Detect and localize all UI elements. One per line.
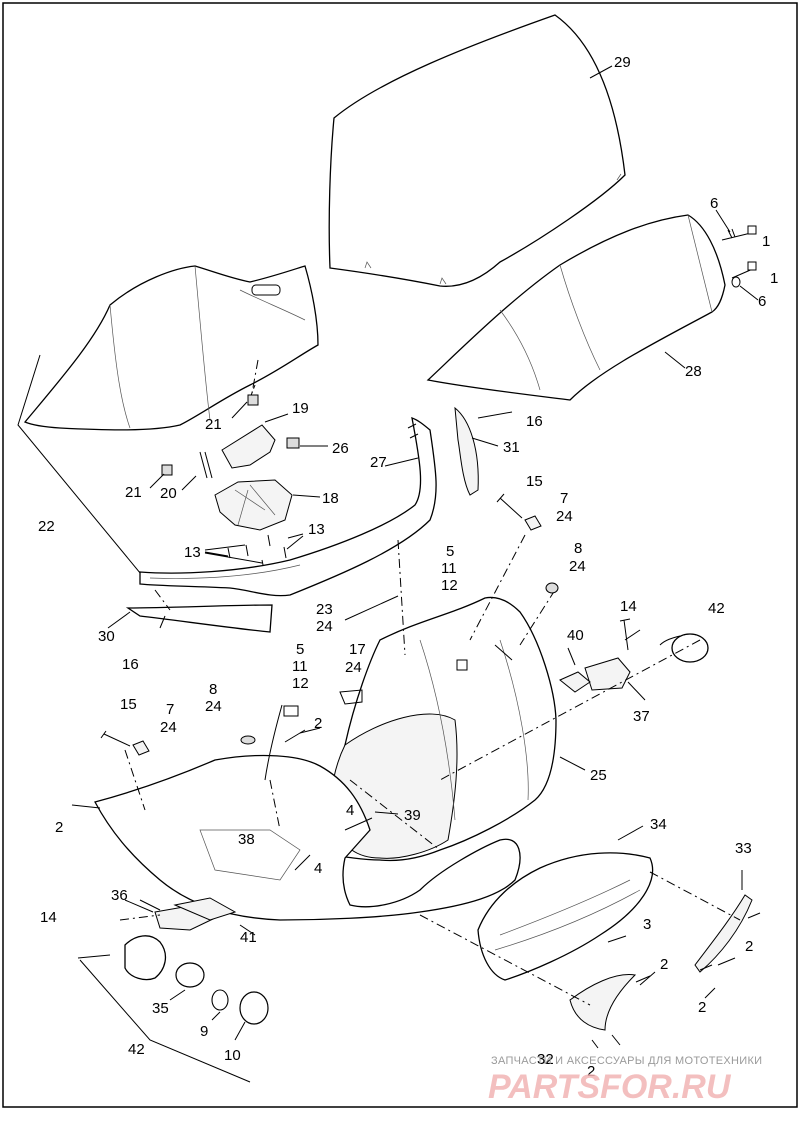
callout-2d: 2 — [660, 956, 668, 973]
callout-36: 36 — [111, 887, 128, 904]
callout-2f: 2 — [587, 1063, 595, 1080]
callout-1b: 1 — [770, 270, 778, 287]
callout-38: 38 — [238, 831, 255, 848]
callout-20: 20 — [160, 485, 177, 502]
callout-24a: 24 — [556, 508, 573, 525]
callout-39: 39 — [404, 807, 421, 824]
callout-21b: 21 — [125, 484, 142, 501]
callout-2c: 2 — [745, 938, 753, 955]
callout-35: 35 — [152, 1000, 169, 1017]
trim-30-part — [107, 604, 273, 633]
trim-31-part — [454, 406, 479, 496]
callout-7a: 7 — [560, 490, 568, 507]
turn-signal-42-lower — [124, 935, 269, 1025]
callout-7b: 7 — [166, 701, 174, 718]
callout-23: 23 — [316, 601, 333, 618]
callout-26: 26 — [332, 440, 349, 457]
callout-42b: 42 — [128, 1041, 145, 1058]
callout-9: 9 — [200, 1023, 208, 1040]
callout-2a: 2 — [314, 715, 322, 732]
callout-37: 37 — [633, 708, 650, 725]
callout-8a: 8 — [574, 540, 582, 557]
callout-13b: 13 — [184, 544, 201, 561]
callout-41: 41 — [240, 929, 257, 946]
watermark-logo: PARTSFOR.RU — [488, 1068, 732, 1106]
callout-8b: 8 — [209, 681, 217, 698]
callout-12a: 12 — [441, 577, 458, 594]
callout-21a: 21 — [205, 416, 222, 433]
diagram-frame — [2, 2, 798, 1108]
screw-1-lower — [731, 261, 757, 288]
callout-3: 3 — [643, 916, 651, 933]
callout-22: 22 — [38, 518, 55, 535]
callout-25: 25 — [590, 767, 607, 784]
callout-24f: 24 — [205, 698, 222, 715]
callout-33: 33 — [735, 840, 752, 857]
callout-4b: 4 — [314, 860, 322, 877]
callout-6a: 6 — [710, 195, 718, 212]
callout-6b: 6 — [758, 293, 766, 310]
callout-5a: 5 — [446, 543, 454, 560]
callout-labels: 29 6 1 1 6 28 22 19 21 26 21 20 18 13 13… — [38, 54, 778, 1080]
callout-18: 18 — [322, 490, 339, 507]
callout-2e: 2 — [698, 999, 706, 1016]
lower-fairing-part — [94, 754, 521, 921]
callout-42a: 42 — [708, 600, 725, 617]
callout-2b: 2 — [55, 819, 63, 836]
callout-19: 19 — [292, 400, 309, 417]
callout-11a: 11 — [441, 560, 457, 577]
windshield-lower-part — [426, 214, 726, 401]
callout-24c: 24 — [316, 618, 333, 635]
turn-signal-37-part — [559, 657, 631, 693]
callout-15a: 15 — [526, 473, 543, 490]
callout-16a: 16 — [526, 413, 543, 430]
seal-strip-23 — [344, 595, 399, 621]
callout-31: 31 — [503, 439, 520, 456]
callout-11b: 11 — [292, 658, 308, 675]
callout-17: 17 — [349, 641, 366, 658]
screws-13 — [204, 533, 304, 571]
windshield-part — [328, 14, 626, 287]
callout-34: 34 — [650, 816, 667, 833]
callout-32: 32 — [537, 1051, 554, 1068]
callout-14b: 14 — [40, 909, 57, 926]
signal-mount-36 — [154, 897, 237, 931]
mirror-mount-part — [161, 384, 300, 531]
callout-24d: 24 — [345, 659, 362, 676]
callout-40: 40 — [567, 627, 584, 644]
callout-30: 30 — [98, 628, 115, 645]
callout-4a: 4 — [346, 802, 354, 819]
callout-28: 28 — [685, 363, 702, 380]
callout-15b: 15 — [120, 696, 137, 713]
callout-29: 29 — [614, 54, 631, 71]
callout-12b: 12 — [292, 675, 309, 692]
headlight-34-part — [477, 852, 654, 981]
callout-10: 10 — [224, 1047, 241, 1064]
inner-fairing-part — [23, 265, 319, 431]
watermark-tagline: ЗАПЧАСТИ И АКСЕССУАРЫ ДЛЯ МОТОТЕХНИКИ — [491, 1055, 762, 1067]
turn-signal-42-upper — [624, 629, 709, 663]
hardware-small — [100, 493, 761, 1049]
callout-13a: 13 — [308, 521, 325, 538]
bracket-32-part — [569, 974, 637, 1031]
callout-16b: 16 — [122, 656, 139, 673]
callout-14a: 14 — [620, 598, 637, 615]
callout-1a: 1 — [762, 233, 770, 250]
callout-24b: 24 — [569, 558, 586, 575]
callout-27: 27 — [370, 454, 387, 471]
screw-1-upper — [721, 225, 757, 241]
callout-5b: 5 — [296, 641, 304, 658]
bracket-33-part — [694, 894, 753, 973]
trim-strip-part — [139, 417, 437, 597]
callout-24e: 24 — [160, 719, 177, 736]
